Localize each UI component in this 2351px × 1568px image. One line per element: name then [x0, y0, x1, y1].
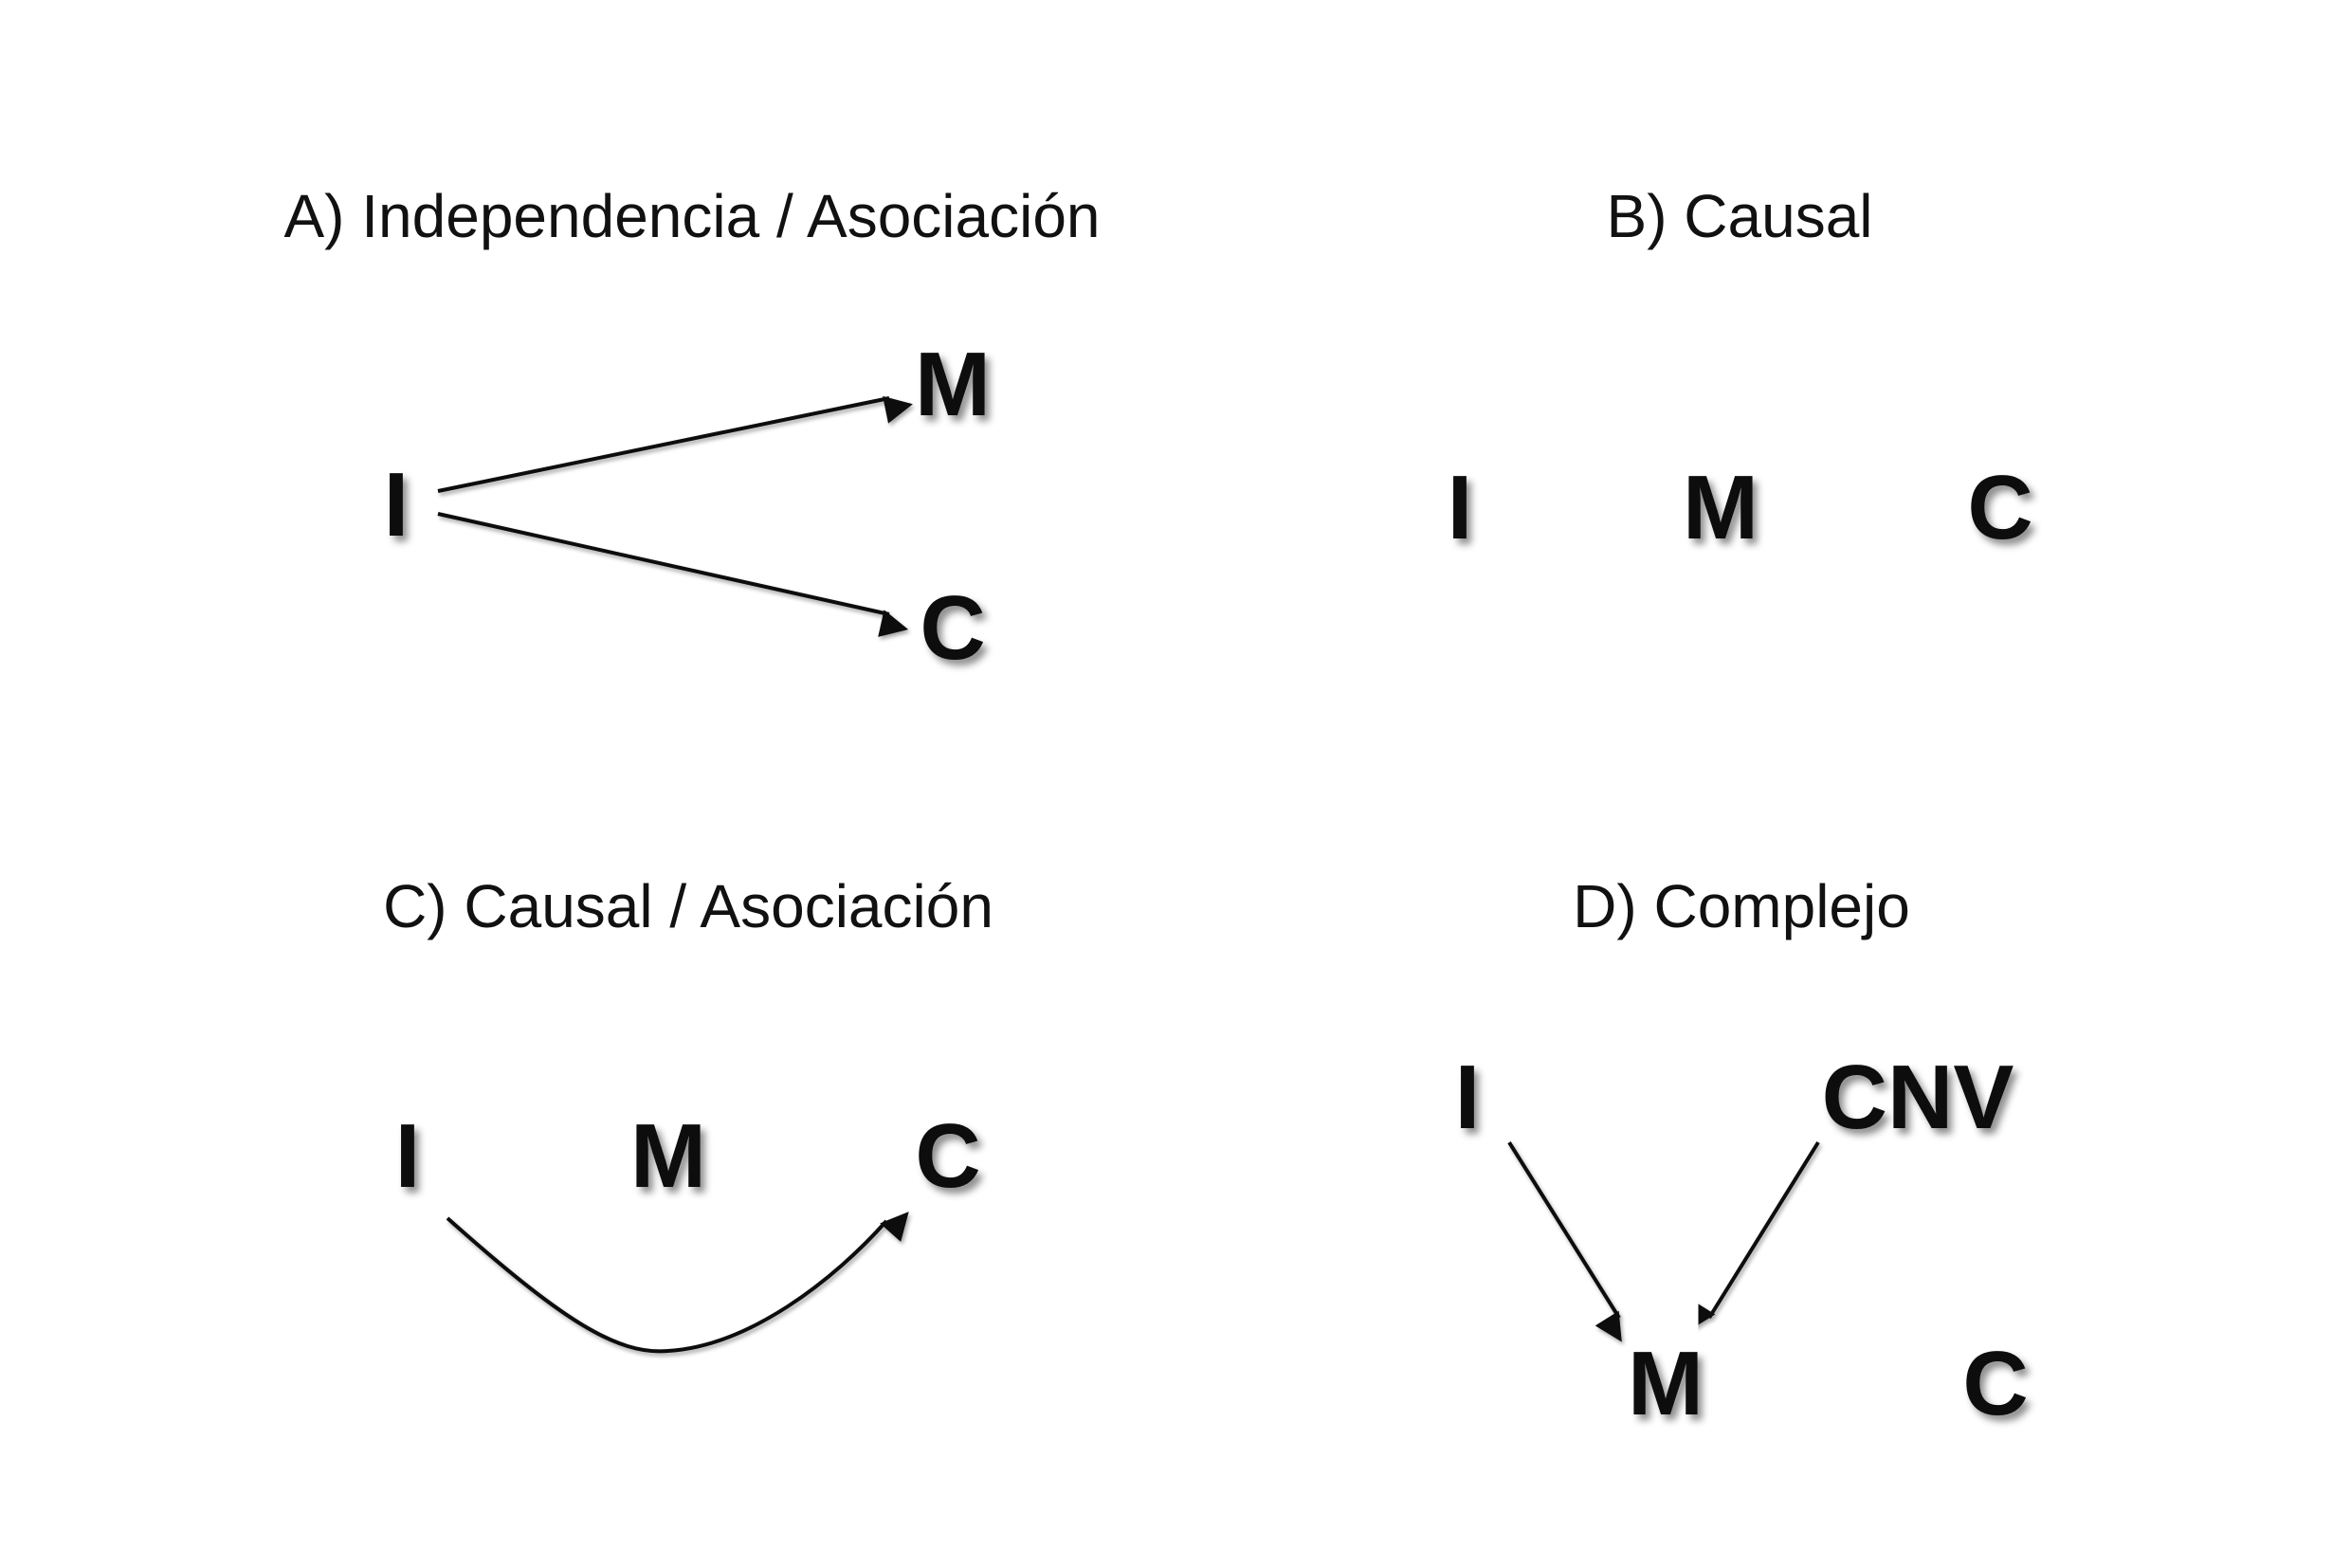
panel-a-node-m: M [915, 334, 991, 435]
panel-a-edge-i-to-m [437, 395, 913, 493]
panel-d-node-cnv: CNV [1822, 1047, 2014, 1148]
panel-c: C) Causal / Asociación I M C [383, 872, 993, 1354]
panel-c-edge-i-to-c-curved [446, 1212, 909, 1354]
panel-a-edge-i-to-c [437, 512, 909, 637]
panel-c-node-i: I [395, 1105, 421, 1207]
panel-c-node-m: M [630, 1105, 706, 1207]
panel-d-edge-i-to-m [1507, 1140, 1622, 1342]
panel-c-node-c: C [915, 1105, 980, 1207]
panel-c-title: C) Causal / Asociación [383, 872, 993, 940]
panel-d-title: D) Complejo [1573, 872, 1910, 940]
panel-a-node-i: I [384, 454, 410, 556]
panel-d-node-i: I [1455, 1047, 1481, 1148]
panel-a: A) Independencia / Asociación I M C [283, 182, 1100, 679]
panel-d-edge-cnv-to-m [1688, 1140, 1820, 1331]
panel-d: D) Complejo I CNV M C [1455, 872, 2029, 1434]
panel-b: B) Causal I M C [1448, 182, 2033, 558]
panel-b-node-c: C [1967, 457, 2032, 558]
panel-d-node-c: C [1962, 1333, 2028, 1434]
panel-d-node-m: M [1628, 1333, 1704, 1434]
panel-a-node-c: C [920, 577, 985, 679]
panel-a-title: A) Independencia / Asociación [283, 182, 1100, 250]
panel-b-node-i: I [1448, 457, 1473, 558]
panel-b-title: B) Causal [1607, 182, 1873, 250]
panel-b-node-m: M [1683, 457, 1759, 558]
